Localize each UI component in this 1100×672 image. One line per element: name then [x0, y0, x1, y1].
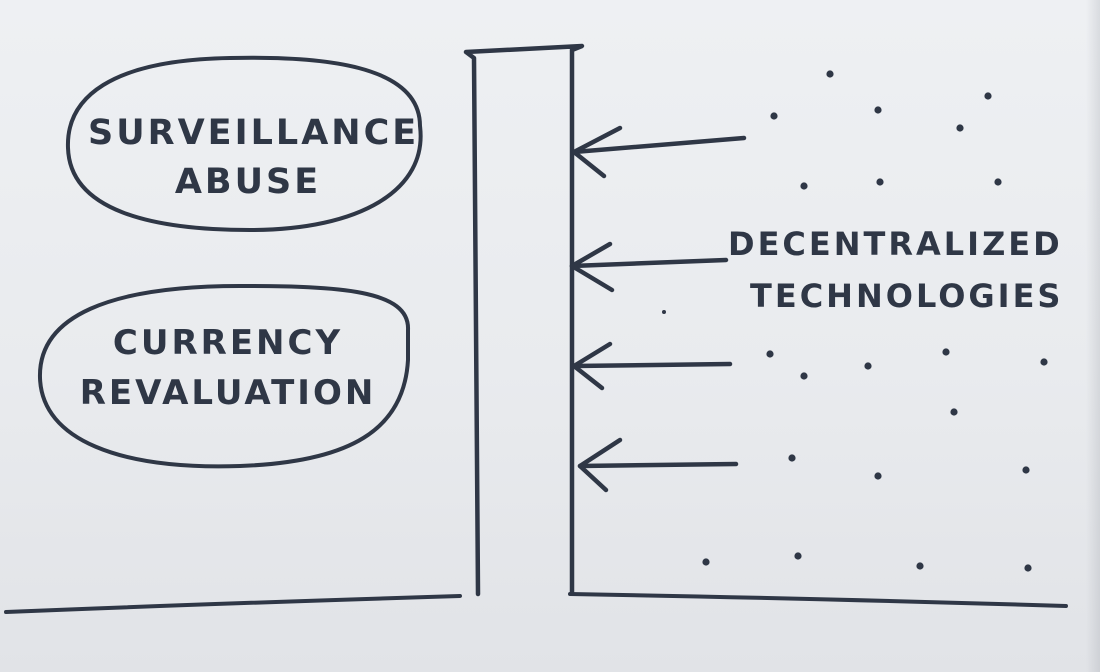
dot-icon	[956, 124, 964, 132]
dot-icon	[766, 350, 774, 358]
dot-icon	[916, 562, 924, 570]
left-arrow-icon	[577, 437, 739, 493]
currency-revaluation-label: Currency Revaluation	[58, 326, 398, 410]
wall	[463, 43, 585, 597]
surveillance-abuse-label: Surveillance Abuse	[88, 116, 416, 202]
decentralized-label-line2: Technologies	[750, 277, 1064, 315]
currency-oval	[37, 284, 411, 469]
dot-icon	[876, 178, 884, 186]
dot-icon	[942, 348, 950, 356]
left-arrow-icon	[571, 125, 747, 179]
left-arrow-icon	[569, 241, 729, 293]
decentralized-technologies-label: Decentralized Technologies	[728, 225, 1064, 315]
decentralized-label-line1: Decentralized	[728, 225, 1063, 263]
dot-icon	[788, 454, 796, 462]
surveillance-label-line1: Surveillance	[88, 113, 420, 153]
dot-icon	[874, 472, 882, 480]
dot-icon	[1022, 466, 1030, 474]
dot-icon	[994, 178, 1002, 186]
ground-line	[4, 592, 1068, 614]
dot-icon	[794, 552, 802, 560]
dot-icon	[984, 92, 992, 100]
currency-label-line1: Currency	[112, 323, 344, 363]
left-arrow-icon	[571, 341, 733, 391]
dot-icon	[800, 372, 808, 380]
dot-icon	[1040, 358, 1048, 366]
dot-icon	[874, 106, 882, 114]
dot-icon	[864, 362, 872, 370]
dot-icon	[1024, 564, 1032, 572]
dot-icon	[662, 310, 666, 314]
currency-label-line2: Revaluation	[79, 373, 377, 413]
dot-icon	[770, 112, 778, 120]
surveillance-oval	[65, 55, 423, 232]
dot-icon	[826, 70, 834, 78]
dot-icon	[800, 182, 808, 190]
paper-edge	[1086, 0, 1100, 672]
dot-icon	[950, 408, 958, 416]
dot-icon	[702, 558, 710, 566]
surveillance-label-line2: Abuse	[174, 162, 322, 202]
